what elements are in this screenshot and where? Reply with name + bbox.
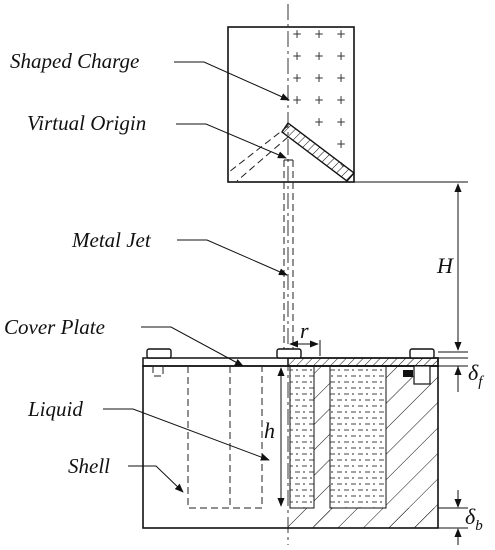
delta-f-subscript: f [478, 374, 484, 390]
liner-left-hidden [228, 125, 289, 173]
label-metal-jet: Metal Jet [71, 228, 152, 252]
delta-f-symbol: δ [468, 360, 479, 385]
metal-jet [283, 159, 294, 352]
dimension-delta-f [438, 357, 468, 392]
bolt-center [276, 348, 302, 359]
dim-label-H: H [436, 253, 454, 278]
label-shell: Shell [68, 454, 110, 478]
label-shaped-charge: Shaped Charge [10, 49, 139, 73]
leader-lines [103, 61, 290, 493]
liquid-region-2 [330, 366, 386, 508]
dimension-H [354, 181, 468, 353]
container [142, 348, 439, 529]
dimension-delta-b [438, 490, 468, 545]
delta-b-subscript: b [475, 518, 483, 534]
liquid-region-1 [290, 366, 314, 508]
delta-b-symbol: δ [465, 504, 476, 529]
dim-label-r: r [300, 318, 309, 343]
dim-label-h: h [264, 418, 275, 443]
dimension-r [289, 340, 321, 356]
dim-label-delta-b: δb [465, 504, 483, 534]
shaped-charge [227, 26, 356, 183]
bolt-right [403, 348, 435, 385]
label-cover-plate: Cover Plate [4, 315, 105, 339]
label-liquid: Liquid [27, 397, 83, 421]
dim-label-delta-f: δf [468, 360, 484, 390]
shell-wall-right [386, 366, 438, 528]
bolt-left [146, 348, 172, 377]
label-virtual-origin: Virtual Origin [27, 111, 146, 135]
